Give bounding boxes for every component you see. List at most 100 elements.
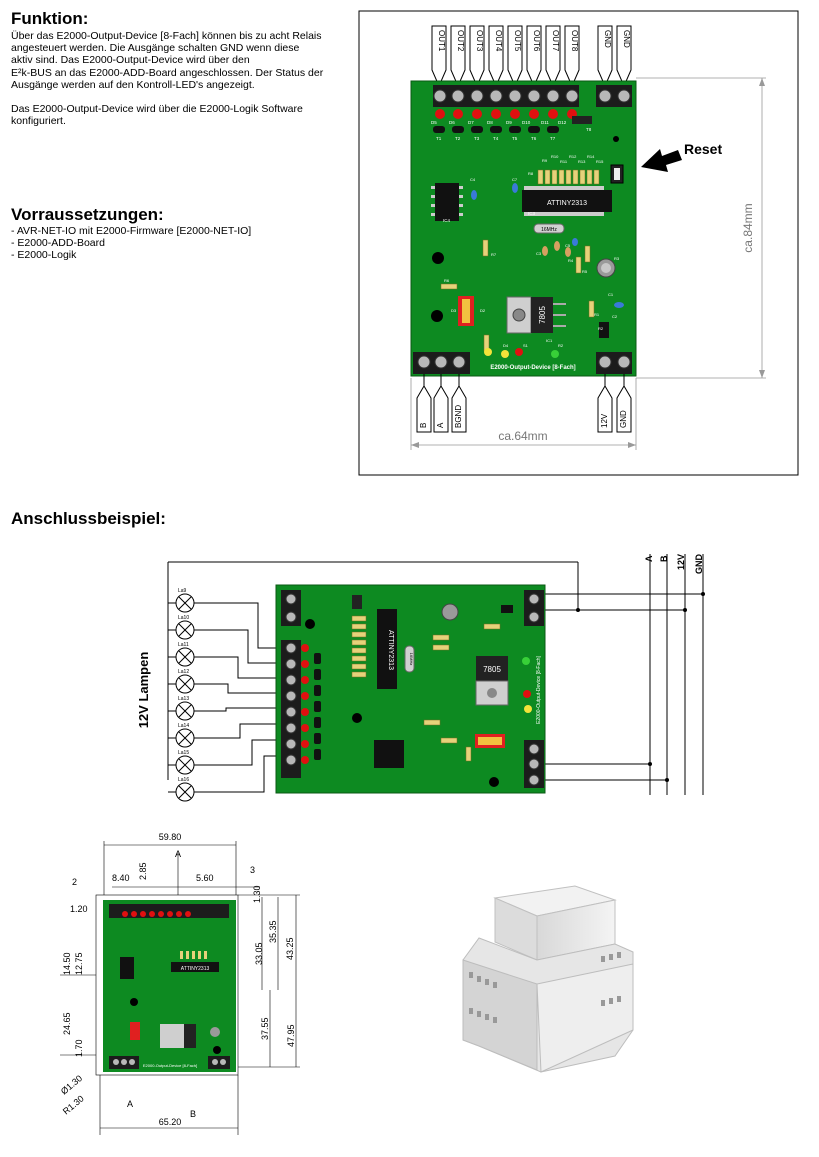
resistor-ref: R8 <box>528 171 534 176</box>
lamp-label: La13 <box>178 696 189 702</box>
dim-chip-label: ATTINY2313 <box>181 966 210 972</box>
out-label: OUT5 <box>513 30 522 52</box>
transistor-ref: T5 <box>512 136 518 141</box>
funktion-line: konfiguriert. <box>11 115 66 128</box>
dim-label: 5.60 <box>196 873 214 883</box>
bus-label: BGND <box>454 405 463 428</box>
regulator-7805 <box>531 297 553 333</box>
bus-tabs: B A BGND 12V GND <box>416 374 632 433</box>
dim-label: 2 <box>72 877 77 887</box>
dim-label: 33.05 <box>254 942 264 965</box>
resistor-array <box>537 169 600 185</box>
example-main-chip <box>377 609 397 689</box>
dim-label: 1.30 <box>252 885 262 903</box>
transistor-ref: T1 <box>436 136 442 141</box>
resistor-ref: R13 <box>578 159 586 164</box>
list-item: - E2000-Logik <box>11 249 77 261</box>
dim-label: 2.85 <box>138 862 148 880</box>
reset-arrow <box>641 149 682 172</box>
resistor-ref: R12 <box>569 154 577 159</box>
dim-label: B <box>190 1109 196 1119</box>
out-label: OUT6 <box>532 30 541 52</box>
funktion-text: Über das E2000-Output-Device [8-Fach] kö… <box>11 30 351 127</box>
led-ref: D6 <box>449 120 455 125</box>
bus-label: A <box>436 422 445 428</box>
lamp-group-label: 12V Lampen <box>136 652 151 729</box>
wiring-example: A B 12V GND La9 La10 La11 L <box>136 554 705 802</box>
misc-ref: R5 <box>582 269 588 274</box>
power-label: 12V <box>600 413 609 428</box>
misc-ref: C1 <box>608 292 614 297</box>
dim-label: 65.20 <box>159 1117 182 1127</box>
misc-ref: D3 <box>451 308 457 313</box>
dim-label: 37.55 <box>260 1017 270 1040</box>
dim-label: 59.80 <box>159 832 182 842</box>
board-diagram: OUT1 OUT2 OUT3 OUT4 OUT5 OUT6 OUT7 OUT8 … <box>358 10 799 476</box>
dim-label: A <box>175 849 181 859</box>
led-ref: D10 <box>522 120 531 125</box>
led-ref: D8 <box>487 120 493 125</box>
status-leds <box>435 109 577 119</box>
dim-label: 24.65 <box>62 1012 72 1035</box>
transistor-ref: T3 <box>474 136 480 141</box>
misc-ref: C4 <box>470 177 476 182</box>
misc-ref: R3 <box>614 256 620 261</box>
width-dimension: ca.64mm <box>498 429 547 443</box>
misc-ref: R4 <box>568 258 574 263</box>
vorraussetzungen-list: - AVR-NET-IO mit E2000-Firmware [E2000-N… <box>11 225 251 261</box>
misc-ref: D2 <box>480 308 486 313</box>
funktion-line: Das E2000-Output-Device wird über die E2… <box>11 103 303 116</box>
dim-label: 35.35 <box>268 920 278 943</box>
list-item: - AVR-NET-IO mit E2000-Firmware [E2000-N… <box>11 225 252 237</box>
misc-ref: S1 <box>523 343 529 348</box>
lamp-label: La9 <box>178 588 187 594</box>
lamps: La9 La10 La11 La12 La13 La14 La15 La16 <box>168 588 286 802</box>
misc-ref: C2 <box>612 314 618 319</box>
out-label: OUT1 <box>437 30 446 52</box>
t8-ref: T8 <box>586 127 592 132</box>
ic4-ref: IC4 <box>443 218 451 223</box>
dim-label: 47.95 <box>286 1024 296 1047</box>
out-label: OUT7 <box>551 30 560 52</box>
funktion-line: E²k-BUS an das E2000-ADD-Board angeschlo… <box>11 66 324 79</box>
funktion-line: Ausgänge werden auf den Kontroll-LED's a… <box>11 78 255 91</box>
regulator-ref: IC1 <box>546 338 553 343</box>
lamp-label: La15 <box>178 750 189 756</box>
funktion-line: Über das E2000-Output-Device [8-Fach] kö… <box>11 30 322 42</box>
transistor-ref: T2 <box>455 136 461 141</box>
example-regulator-label: 7805 <box>483 665 501 674</box>
led-ref: D7 <box>468 120 474 125</box>
led-ref: D5 <box>431 120 437 125</box>
board-name: E2000-Output-Device [8-Fach] <box>490 365 575 371</box>
out-label: OUT4 <box>494 30 503 52</box>
din-rail-housing <box>462 885 634 1073</box>
ic3-ref: IC3 <box>528 211 536 216</box>
lamp-label: La16 <box>178 777 189 783</box>
dim-board-name: E2000-Output-Device [8-Fach] <box>143 1063 197 1068</box>
transistor-ref: T6 <box>531 136 537 141</box>
transistor-ref: T4 <box>493 136 499 141</box>
vorraussetzungen-heading: Vorraussetzungen: <box>11 205 164 224</box>
dimension-lines <box>410 77 766 450</box>
height-dimension: ca.84mm <box>741 203 755 252</box>
bus-line-label: GND <box>694 554 704 575</box>
lamp-label: La11 <box>178 642 189 648</box>
main-chip <box>522 190 612 212</box>
led-ref: D11 <box>541 120 549 125</box>
misc-ref: R2 <box>558 343 564 348</box>
dim-label: 1.70 <box>74 1039 84 1057</box>
example-chip-label: ATTINY2313 <box>387 630 394 670</box>
bus-line-label: B <box>659 555 669 562</box>
regulator-heatsink <box>506 296 532 334</box>
lamp-label: La14 <box>178 723 189 729</box>
dim-label: 43.25 <box>285 937 295 960</box>
dim-label: 1.20 <box>70 904 88 914</box>
bus-label: B <box>419 423 428 428</box>
terminal-block-out <box>433 85 579 107</box>
example-heading: Anschlussbeispiel: <box>11 509 166 528</box>
lamp-label: La10 <box>178 615 189 621</box>
misc-ref: D4 <box>503 343 509 348</box>
funktion-line: aktiv sind. Das E2000-Output-Device wird… <box>11 54 250 67</box>
main-chip-label: ATTINY2313 <box>547 200 587 207</box>
funktion-line: angesteuert werden. Die Ausgänge schalte… <box>11 42 300 55</box>
